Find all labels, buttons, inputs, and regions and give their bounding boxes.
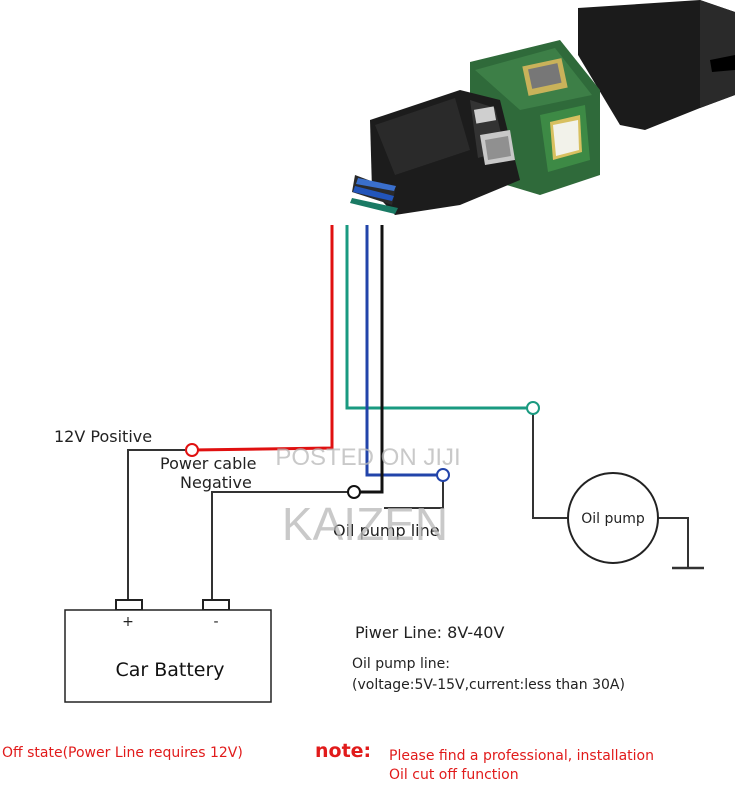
label-power-cable: Power cable	[160, 454, 257, 473]
watermark: POSTED ON JIJI KAIZEN	[275, 444, 460, 550]
label-oil-pump-line: Oil pump line	[333, 521, 440, 540]
note-line2: Oil cut off function	[389, 767, 519, 783]
battery-plus-label: +	[122, 614, 134, 630]
battery-minus-label: -	[213, 614, 218, 630]
terminals	[185, 401, 540, 499]
terminal-oil-pump-line	[436, 468, 450, 482]
battery-body	[64, 609, 272, 703]
battery-post-negative	[202, 599, 230, 611]
blue-oil-pump-wire	[365, 225, 437, 477]
label-12v-positive: 12V Positive	[54, 427, 152, 446]
watermark-line1: POSTED ON JIJI	[275, 444, 460, 471]
oil-pump-ground	[658, 517, 689, 568]
battery-post-positive	[115, 599, 143, 611]
terminal-oil-pump	[526, 401, 540, 415]
car-battery: + - Car Battery	[64, 599, 272, 703]
oil-pump-lead	[532, 414, 570, 519]
spec-power-line: Piwer Line: 8V-40V	[355, 623, 504, 642]
spec-oil-pump-line-detail: (voltage:5V-15V,current:less than 30A)	[352, 677, 625, 693]
off-state-note: Off state(Power Line requires 12V)	[2, 745, 243, 761]
relay-device	[350, 0, 735, 215]
spec-oil-pump-line-title: Oil pump line:	[352, 656, 450, 672]
green-oil-pump-wire	[345, 225, 528, 410]
relay-cap	[578, 0, 735, 130]
label-negative: Negative	[180, 473, 252, 492]
oil-pump: Oil pump	[567, 472, 659, 564]
note-line1: Please find a professional, installation	[389, 748, 654, 764]
terminal-12v-positive	[185, 443, 199, 457]
red-power-wire	[191, 225, 334, 452]
terminal-negative	[347, 485, 361, 499]
black-negative-lead	[211, 491, 348, 600]
oil-pump-label: Oil pump	[581, 511, 645, 527]
wires	[127, 225, 704, 600]
watermark-line2: KAIZEN	[282, 498, 448, 550]
note-label: note:	[315, 740, 371, 762]
black-negative-wire	[360, 225, 384, 494]
car-battery-label: Car Battery	[115, 659, 224, 681]
black-12v-lead	[127, 449, 185, 600]
oil-pump-circle	[567, 472, 659, 564]
oil-pump-line-lead	[384, 481, 444, 509]
